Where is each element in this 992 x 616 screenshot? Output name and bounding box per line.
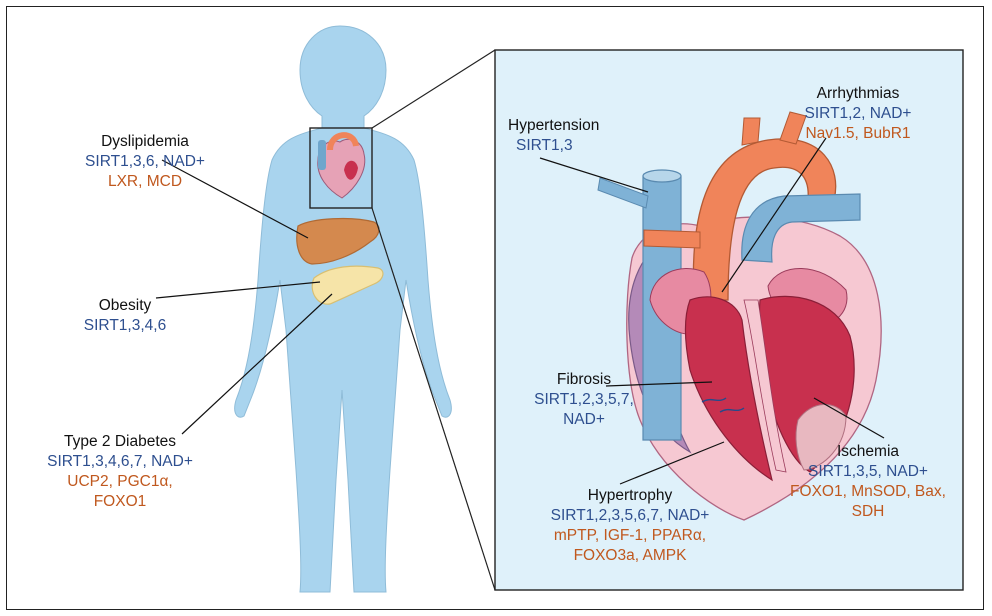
label-arrhythmias: Arrhythmias SIRT1,2, NAD+ Nav1.5, BubR1 [778, 84, 938, 144]
hypertrophy-sirtuins: SIRT1,2,3,5,6,7, NAD+ [514, 506, 746, 526]
fibrosis-sirtuins-2: NAD+ [514, 410, 654, 430]
label-dyslipidemia: Dyslipidemia SIRT1,3,6, NAD+ LXR, MCD [70, 132, 220, 192]
fibrosis-title: Fibrosis [514, 370, 654, 390]
arrhythmias-sirtuins: SIRT1,2, NAD+ [778, 104, 938, 124]
t2d-targets-1: UCP2, PGC1α, [22, 472, 218, 492]
dyslipidemia-sirtuins: SIRT1,3,6, NAD+ [70, 152, 220, 172]
human-body-silhouette [235, 26, 452, 592]
label-obesity: Obesity SIRT1,3,4,6 [60, 296, 190, 336]
fibrosis-sirtuins-1: SIRT1,2,3,5,7, [514, 390, 654, 410]
obesity-sirtuins: SIRT1,3,4,6 [60, 316, 190, 336]
label-ischemia: Ischemia SIRT1,3,5, NAD+ FOXO1, MnSOD, B… [778, 442, 958, 522]
hypertrophy-targets-1: mPTP, IGF-1, PPARα, [514, 526, 746, 546]
ischemia-title: Ischemia [778, 442, 958, 462]
obesity-title: Obesity [60, 296, 190, 316]
hypertrophy-title: Hypertrophy [514, 486, 746, 506]
dyslipidemia-title: Dyslipidemia [70, 132, 220, 152]
ischemia-targets-2: SDH [778, 502, 958, 522]
ischemia-sirtuins: SIRT1,3,5, NAD+ [778, 462, 958, 482]
label-type-2-diabetes: Type 2 Diabetes SIRT1,3,4,6,7, NAD+ UCP2… [22, 432, 218, 512]
label-fibrosis: Fibrosis SIRT1,2,3,5,7, NAD+ [514, 370, 654, 430]
hypertension-sirtuins: SIRT1,3 [516, 136, 628, 156]
t2d-sirtuins: SIRT1,3,4,6,7, NAD+ [22, 452, 218, 472]
ischemia-targets-1: FOXO1, MnSOD, Bax, [778, 482, 958, 502]
hypertension-title: Hypertension [508, 116, 628, 136]
label-hypertension: Hypertension SIRT1,3 [508, 116, 628, 156]
t2d-title: Type 2 Diabetes [22, 432, 218, 452]
arrhythmias-targets: Nav1.5, BubR1 [778, 124, 938, 144]
label-hypertrophy: Hypertrophy SIRT1,2,3,5,6,7, NAD+ mPTP, … [514, 486, 746, 566]
arrhythmias-title: Arrhythmias [778, 84, 938, 104]
dyslipidemia-targets: LXR, MCD [70, 172, 220, 192]
t2d-targets-2: FOXO1 [22, 492, 218, 512]
zoom-line-top [372, 50, 495, 128]
hypertrophy-targets-2: FOXO3a, AMPK [514, 546, 746, 566]
